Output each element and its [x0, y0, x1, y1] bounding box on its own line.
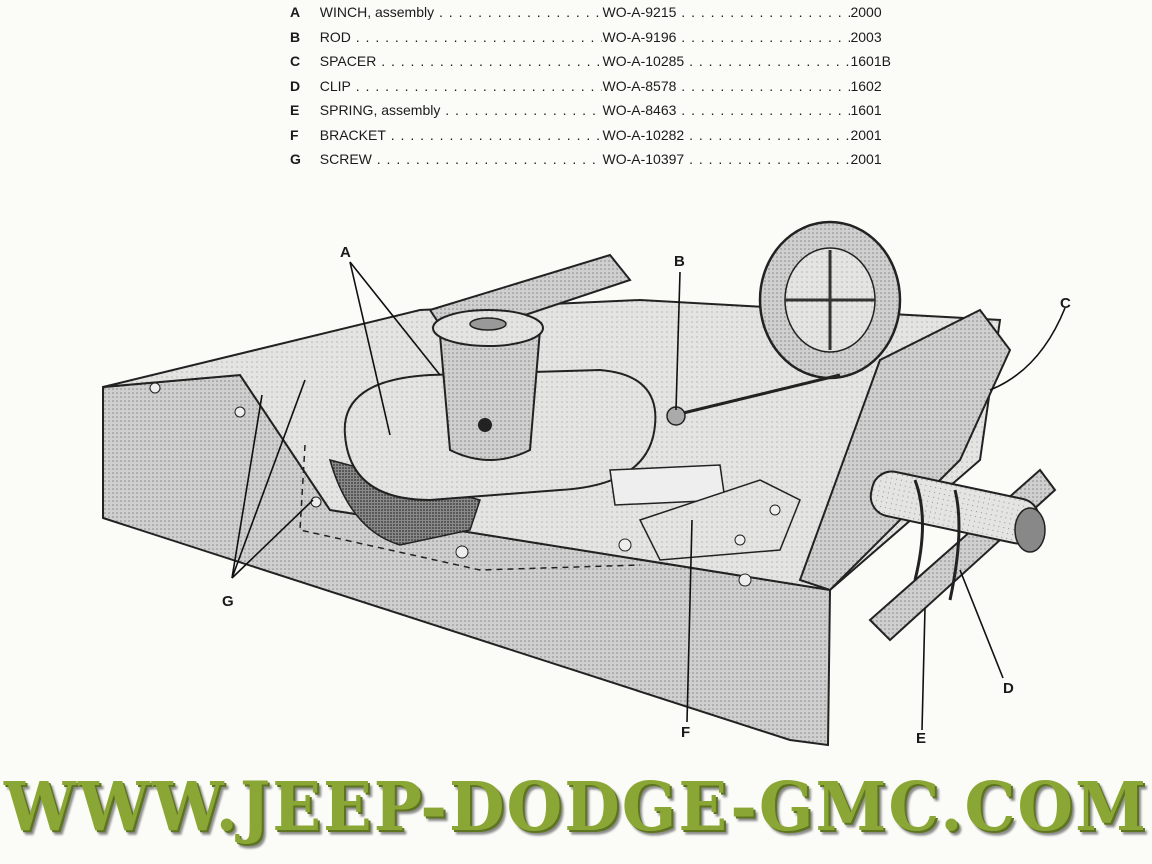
part-letter: D [290, 77, 301, 94]
part-name: CLIP [320, 78, 603, 94]
part-code: WO-A-8578 [602, 78, 850, 94]
callout-c: C [1060, 295, 1071, 312]
part-fig: 1601B [850, 53, 891, 69]
part-fig: 2003 [850, 28, 882, 45]
part-code: WO-A-10285 [602, 53, 850, 69]
site-watermark: WWW.JEEP-DODGE-GMC.COM [0, 768, 1152, 850]
part-letter: G [290, 151, 301, 167]
part-name: BRACKET [320, 127, 603, 143]
part-code: WO-A-10282 [602, 127, 850, 143]
part-code: WO-A-10397 [602, 151, 850, 167]
leader-lines [231, 261, 1066, 731]
winch-assembly-illustration: A B C D E F G [0, 200, 1152, 760]
part-name: SCREW [320, 151, 603, 167]
part-fig: 2001 [850, 126, 882, 143]
bracket [638, 479, 801, 561]
part-code: WO-A-9215 [602, 4, 850, 20]
part-letter: B [290, 28, 301, 45]
callout-b: B [674, 253, 685, 270]
frame-rail-right [798, 308, 1012, 592]
part-letter: E [290, 102, 300, 118]
callout-e: E [916, 730, 927, 747]
callout-d: D [1003, 680, 1014, 697]
part-row-e: E SPRING, assembly WO-A-8463 1601 [290, 102, 910, 127]
linkage-rod [674, 373, 841, 417]
part-name: SPRING, assembly [320, 102, 603, 118]
parts-list: A WINCH, assembly WO-A-9215 2000 B ROD W… [290, 4, 910, 176]
part-name: SPACER [320, 53, 603, 69]
part-letter: A [290, 4, 301, 20]
watermark-text: WWW.JEEP-DODGE-GMC.COM [3, 768, 1149, 847]
part-row-d: D CLIP WO-A-8578 1602 [290, 78, 910, 103]
part-row-g: G SCREW WO-A-10397 2001 [290, 151, 910, 176]
part-fig: 2001 [850, 151, 882, 167]
callout-f: F [681, 724, 691, 741]
spring-clip [948, 489, 961, 601]
winch-drum [438, 328, 542, 461]
part-row-a: A WINCH, assembly WO-A-9215 2000 [290, 4, 910, 29]
part-row-f: F BRACKET WO-A-10282 2001 [290, 127, 910, 152]
part-code: WO-A-9196 [602, 29, 850, 45]
part-row-b: B ROD WO-A-9196 2003 [290, 29, 910, 54]
callout-a: A [340, 244, 351, 261]
winch-drawing [102, 220, 1066, 747]
callout-g: G [222, 593, 234, 610]
part-fig: 1601 [850, 102, 882, 118]
part-fig: 1602 [850, 77, 882, 94]
part-letter: C [290, 53, 301, 69]
part-code: WO-A-8463 [602, 102, 850, 118]
part-name: WINCH, assembly [320, 4, 603, 20]
part-row-c: C SPACER WO-A-10285 1601B [290, 53, 910, 78]
part-name: ROD [320, 29, 603, 45]
part-letter: F [290, 126, 299, 143]
part-fig: 2000 [850, 4, 882, 20]
